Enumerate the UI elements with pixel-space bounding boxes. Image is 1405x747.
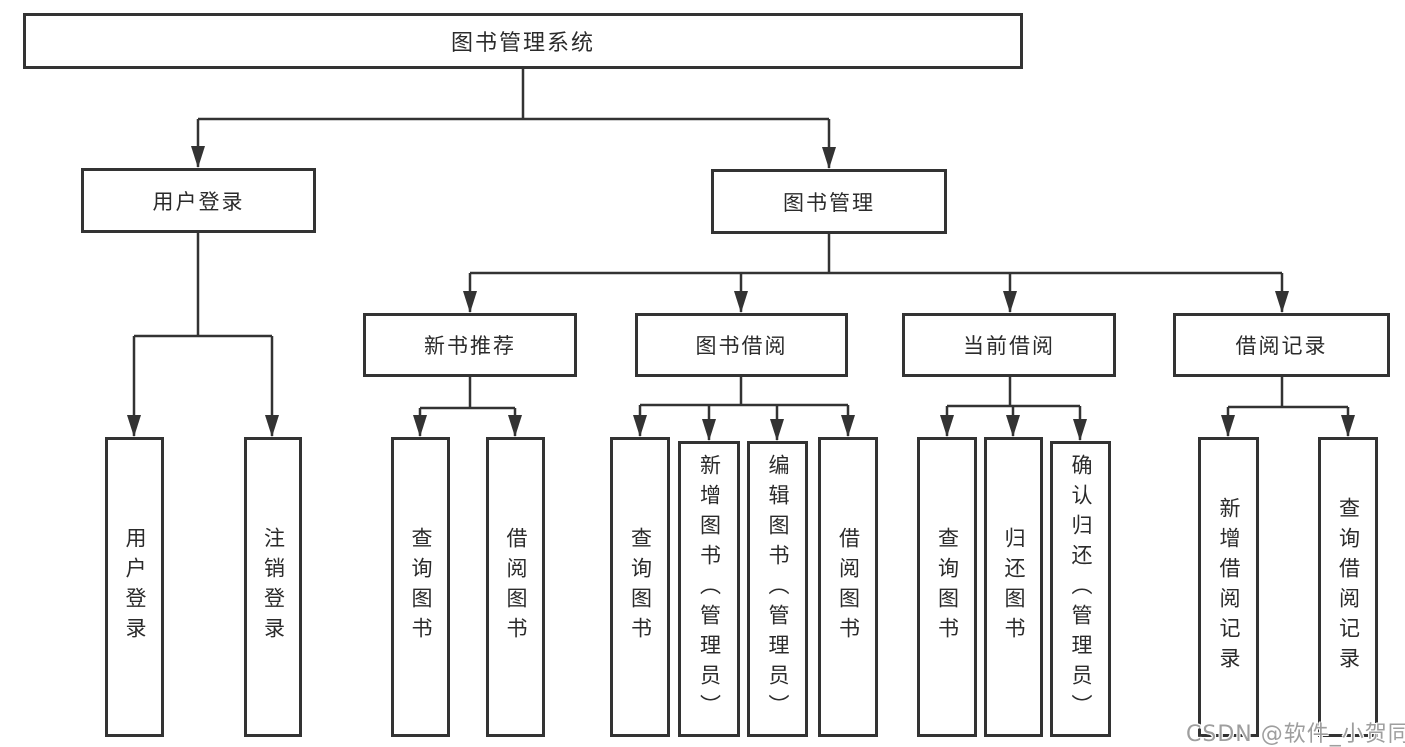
node-root: 图书管理系统 — [23, 13, 1023, 69]
node-current-borrowing: 当前借阅 — [902, 313, 1116, 377]
csdn-watermark: CSDN @软件_小贺同学 — [1186, 722, 1405, 747]
node-book-borrowing: 图书借阅 — [635, 313, 848, 377]
leaf-return-books: 归还图书 — [984, 437, 1043, 737]
leaf-confirm-return-admin: 确认归还（管理员） — [1050, 441, 1111, 737]
leaf-query-borrow-record: 查询借阅记录 — [1318, 437, 1378, 737]
leaf-logout-login: 注销登录 — [244, 437, 302, 737]
leaf-borrow-books-recommend: 借阅图书 — [486, 437, 545, 737]
connector-arrow — [127, 119, 1355, 441]
leaf-add-books-admin: 新增图书（管理员） — [678, 441, 740, 737]
node-new-book-recommendation: 新书推荐 — [363, 313, 577, 377]
connector-path — [134, 69, 1348, 410]
node-book-management: 图书管理 — [711, 169, 947, 234]
leaf-query-books-current: 查询图书 — [917, 437, 977, 737]
node-user-login: 用户登录 — [81, 168, 316, 233]
leaf-borrow-books: 借阅图书 — [818, 437, 878, 737]
leaf-add-borrow-record: 新增借阅记录 — [1198, 437, 1259, 737]
leaf-edit-books-admin: 编辑图书（管理员） — [747, 441, 808, 737]
leaf-user-login: 用户登录 — [105, 437, 164, 737]
leaf-query-books-borrow: 查询图书 — [610, 437, 670, 737]
node-borrowing-records: 借阅记录 — [1173, 313, 1390, 377]
leaf-query-books-recommend: 查询图书 — [391, 437, 450, 737]
